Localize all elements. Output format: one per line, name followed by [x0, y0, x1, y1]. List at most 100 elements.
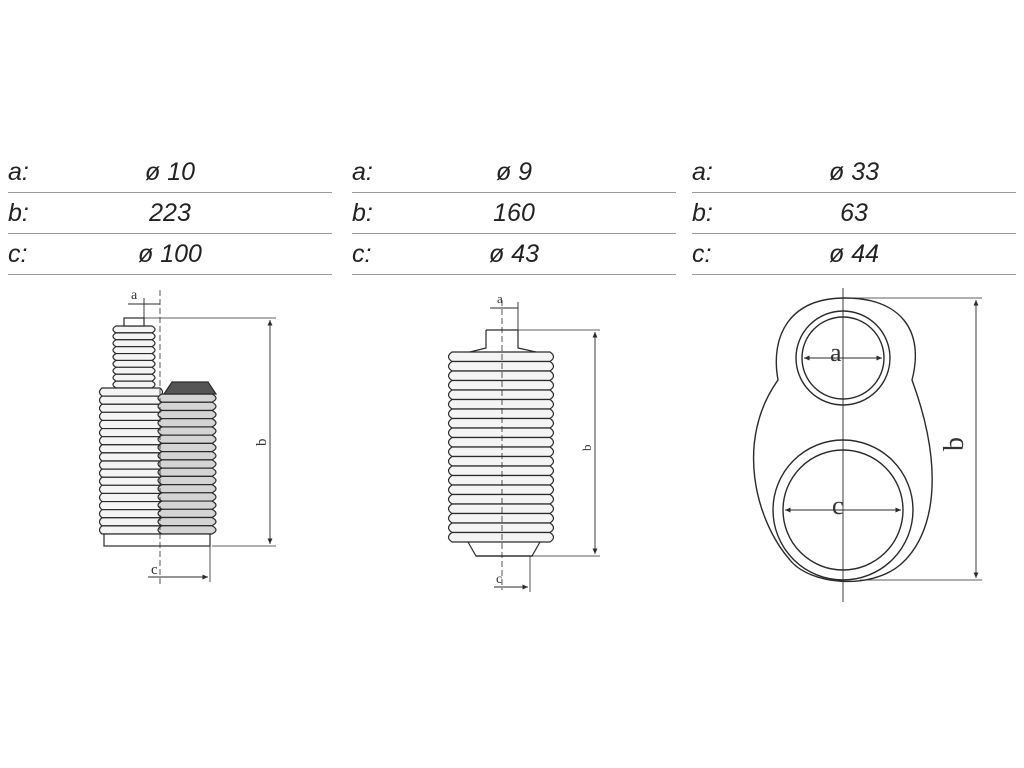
value-a: ø 9 [495, 158, 533, 186]
table-2: a: ø 9 b: 160 c: ø 43 [352, 152, 676, 275]
bellows-rib [447, 484, 555, 496]
label-c: c: [352, 240, 372, 268]
bellows-rib [98, 517, 164, 527]
bellows-rib [112, 366, 156, 375]
bellows-rib [157, 525, 217, 535]
value-c: ø 100 [138, 240, 202, 268]
bellows-small-top [112, 325, 156, 389]
bellows-rib [112, 332, 156, 341]
bellows-rib [98, 403, 164, 413]
row-c: c: ø 100 [8, 234, 332, 275]
label-c: c: [692, 240, 712, 268]
bellows-rib [447, 455, 555, 467]
label-c: c [151, 562, 158, 578]
bellows-rib [157, 442, 217, 453]
value-c: ø 44 [828, 240, 880, 268]
flange-outline [752, 297, 933, 583]
bellows-rib [447, 465, 555, 477]
bellows-rib [157, 451, 217, 461]
bellows-rib [112, 359, 156, 368]
bellows-rib [157, 434, 217, 445]
boot-drawing-1 [98, 290, 276, 585]
label-b: b [254, 439, 270, 447]
bellows-rib [157, 459, 217, 469]
bellows-rib [447, 427, 555, 439]
bellows-rib [112, 352, 156, 362]
bellows-rib [447, 512, 555, 524]
bellows-large-right [157, 381, 218, 535]
bellows-rib [112, 325, 156, 334]
value-b: 223 [149, 199, 191, 227]
label-b: b: [8, 199, 29, 227]
bellows-rib [447, 408, 555, 420]
table-1: a:ø 10 b: 223 c: ø 100 [8, 152, 332, 275]
bellows-rib [447, 417, 555, 429]
label-b: b [939, 437, 970, 451]
label-a: a: [8, 158, 29, 186]
bellows-rib [112, 373, 156, 382]
bellows-rib [98, 411, 164, 422]
bellows-rib [157, 492, 217, 502]
bellows-rib [447, 436, 555, 448]
bellows-rib [157, 475, 217, 486]
bellows-rib [447, 379, 555, 391]
bellows-rib [447, 360, 555, 372]
bellows-rib [98, 484, 164, 495]
label-b: b: [352, 199, 373, 227]
value-b: 63 [840, 199, 868, 227]
label-a: a: [352, 158, 373, 186]
bellows-body [447, 351, 555, 543]
bellows-rib [447, 474, 555, 486]
bellows-rib [447, 531, 555, 543]
bellows-rib [157, 426, 217, 436]
bellows-rib [447, 446, 555, 458]
bellows-rib [98, 460, 164, 470]
bellows-rib [112, 380, 156, 389]
bellows-rib [98, 452, 164, 462]
bellows-rib [447, 389, 555, 401]
bellows-rib [157, 500, 217, 510]
bellows-rib [98, 509, 164, 519]
bellows-rib [98, 444, 164, 454]
seal-drawing-3 [752, 288, 982, 602]
bellows-rib [157, 409, 217, 420]
bellows-rib [157, 393, 217, 403]
bellows-rib [157, 483, 217, 494]
bellows-rib [98, 387, 164, 397]
bellows-cap [162, 381, 218, 395]
bellows-rib [98, 476, 164, 486]
bellows-rib [157, 508, 217, 519]
bellows-rib [112, 339, 156, 348]
label-a: a [131, 288, 138, 303]
row-b: b: 63 [692, 193, 1016, 234]
value-b: 160 [493, 199, 535, 227]
value-a: ø 33 [828, 158, 880, 186]
bottom-collar [103, 533, 211, 547]
label-a: a [497, 291, 503, 306]
bellows-rib [447, 493, 555, 505]
bellows-large-left [98, 387, 164, 535]
label-c: c: [8, 240, 28, 268]
bellows-rib [447, 503, 555, 515]
row-b: b: 160 [352, 193, 676, 234]
label-a: a: [692, 158, 713, 186]
bellows-rib [157, 516, 217, 527]
bellows-rib [157, 401, 217, 412]
bellows-rib [98, 419, 164, 430]
row-a: a:ø 10 [8, 152, 332, 193]
top-collar [123, 317, 145, 327]
bellows-rib [447, 522, 555, 534]
bellows-rib [98, 427, 164, 438]
table-3: a: ø 33 b: 63 c: ø 44 [692, 152, 1016, 275]
bellows-rib [98, 436, 164, 446]
bellows-rib [447, 351, 555, 363]
bellows-rib [98, 525, 164, 535]
row-a: a: ø 9 [352, 152, 676, 193]
row-a: a: ø 33 [692, 152, 1016, 193]
label-b: b: [692, 199, 713, 227]
label-a: a [830, 338, 842, 367]
value-c: ø 43 [488, 240, 540, 268]
top-neck [469, 330, 537, 353]
row-c: c: ø 44 [692, 234, 1016, 275]
